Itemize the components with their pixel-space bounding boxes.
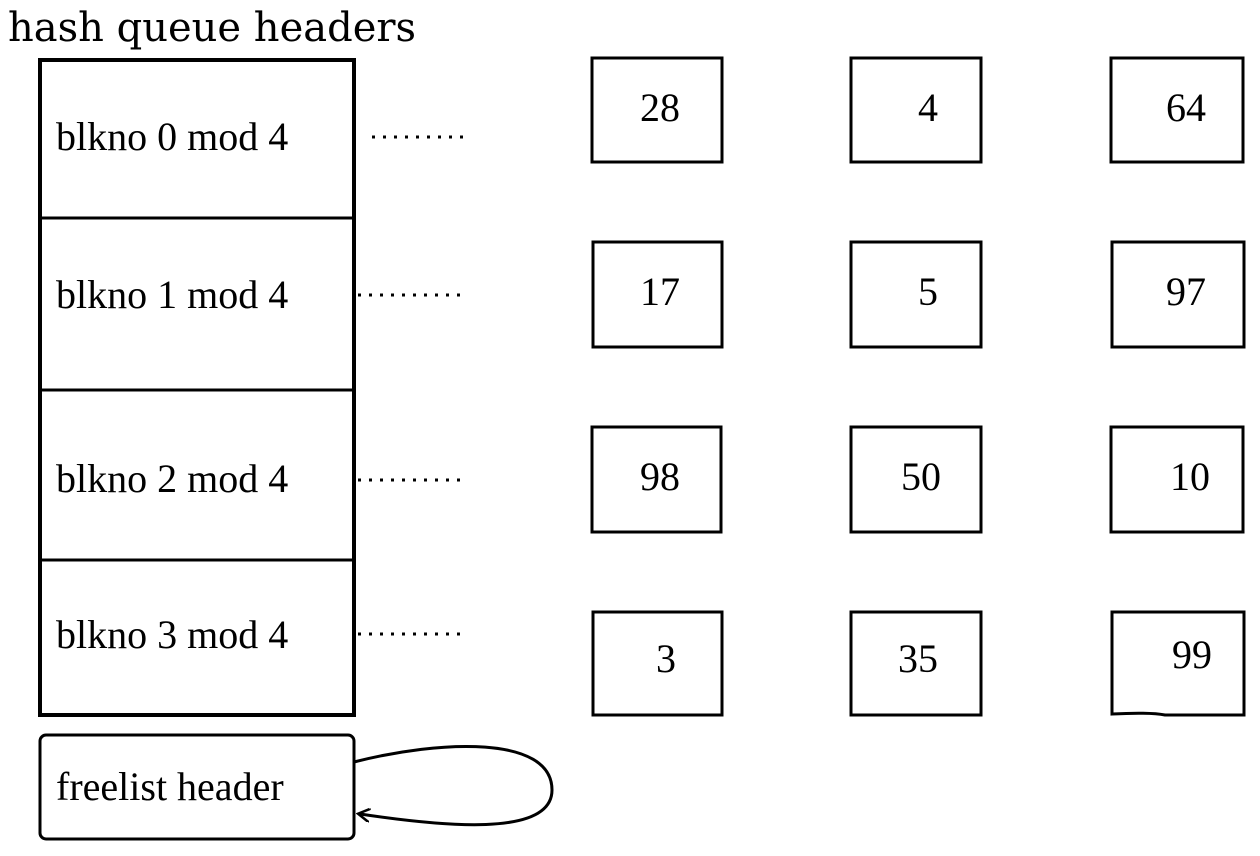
hash-header-label: blkno 0 mod 4 [56, 114, 288, 159]
hash-queue-header-column: blkno 0 mod 4 blkno 1 mod 4 blkno 2 mod … [38, 58, 356, 717]
buffer-block-number: 35 [898, 636, 938, 681]
buffer-block [1109, 56, 1245, 164]
buffer-block-number: 5 [918, 269, 938, 314]
buffer-block [849, 610, 983, 717]
buffer-block-number: 28 [640, 85, 680, 130]
buffer-block-number: 4 [918, 85, 938, 130]
buffer-block [849, 425, 983, 534]
buffer-block [591, 240, 724, 349]
freelist-loop-arrow [353, 744, 554, 827]
buffer-block [1110, 240, 1246, 349]
buffer-block [1110, 610, 1246, 717]
buffer-block-number: 64 [1166, 85, 1206, 130]
hash-header-label: blkno 3 mod 4 [56, 612, 288, 657]
hash-queue-header-frame [38, 58, 356, 717]
buffer-block [590, 425, 723, 534]
buffer-block [849, 240, 983, 349]
buffer-block-number: 99 [1172, 632, 1212, 677]
freelist-header: freelist header [38, 733, 554, 841]
buffer-block [591, 610, 724, 717]
buffer-block-number: 50 [901, 454, 941, 499]
buffer-block [849, 56, 983, 164]
buffer-block-number: 10 [1170, 454, 1210, 499]
diagram-title: hash queue headers [8, 5, 417, 51]
buffer-block-number: 3 [656, 636, 676, 681]
freelist-header-box [38, 733, 356, 841]
hash-header-label: blkno 2 mod 4 [56, 456, 288, 501]
buffer-block-number: 97 [1166, 269, 1206, 314]
buffer-block-number: 98 [640, 454, 680, 499]
freelist-header-label: freelist header [56, 764, 284, 809]
buffer-block-number: 17 [640, 269, 680, 314]
buffer-grid: 28 4 64 17 5 97 98 50 10 3 35 99 [590, 56, 1246, 717]
buffer-block [590, 56, 724, 164]
hash-header-label: blkno 1 mod 4 [56, 272, 288, 317]
buffer-block [1109, 425, 1245, 534]
dotted-connectors [358, 135, 466, 636]
